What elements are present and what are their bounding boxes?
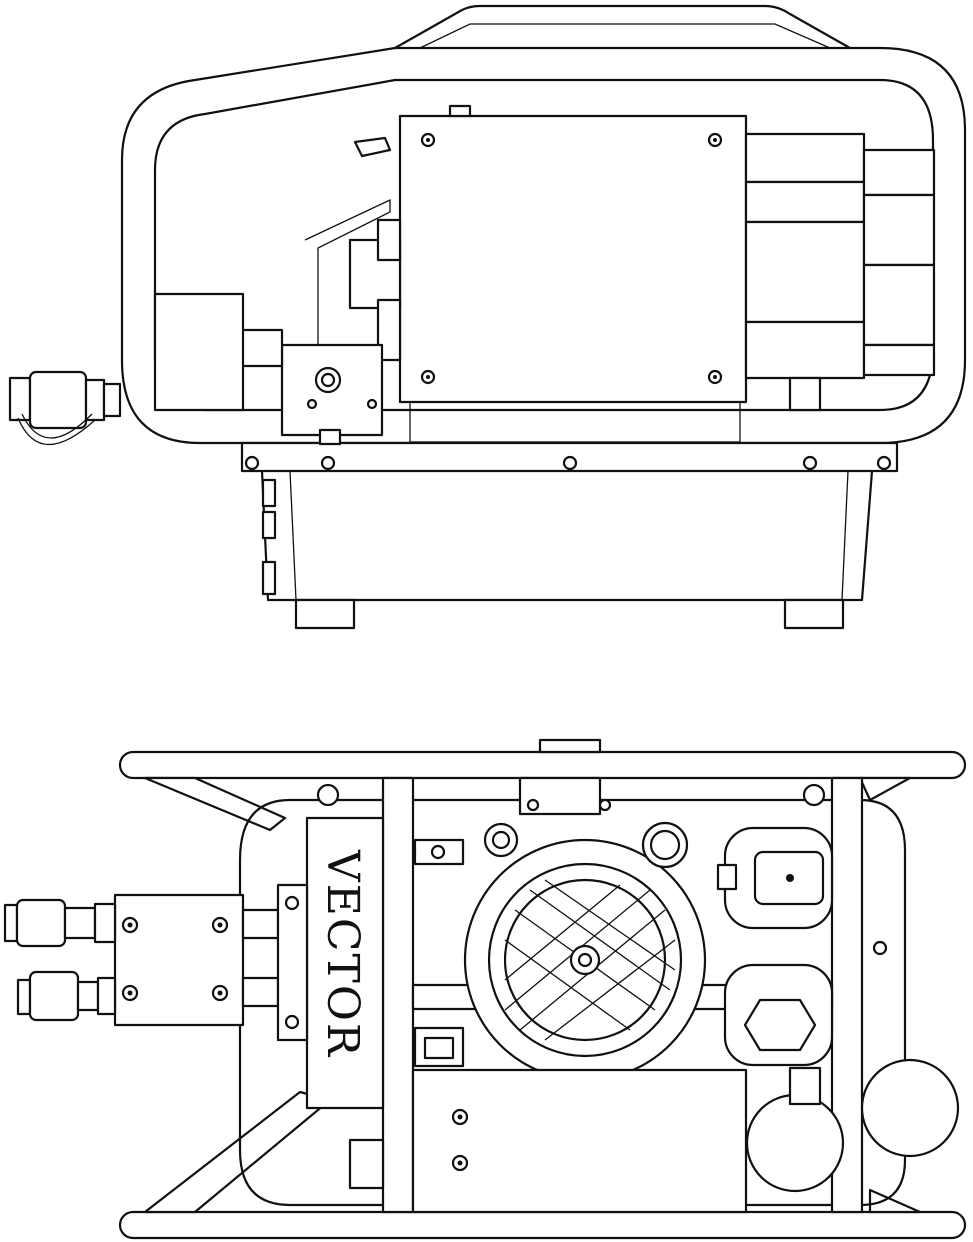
filler-cap-1 [745, 1093, 845, 1193]
filler-cap-2 [860, 1058, 960, 1158]
top-handle [393, 4, 852, 50]
hose-coupler-top-2 [16, 970, 117, 1022]
side-elevation-view [8, 4, 967, 630]
valve-block [153, 136, 402, 446]
hose-coupler-top-1 [3, 898, 117, 948]
roll-frame-inner [153, 78, 935, 412]
electrical-enclosure [398, 104, 748, 443]
motor-fan [463, 838, 707, 1082]
toggle-switch [353, 136, 392, 158]
motor-assembly [744, 132, 936, 412]
manifold-block [113, 883, 309, 1042]
hose-coupler-side [8, 370, 122, 446]
vector-logo-plate: VECTOR [305, 816, 385, 1110]
vector-logo: VECTOR [317, 849, 368, 1058]
reservoir-tank [240, 441, 899, 630]
frame-rail-top [118, 750, 967, 780]
frame-rail-bottom [118, 1210, 967, 1240]
top-plan-view: VECTOR [3, 738, 967, 1240]
electrical-box-top [411, 1068, 748, 1214]
